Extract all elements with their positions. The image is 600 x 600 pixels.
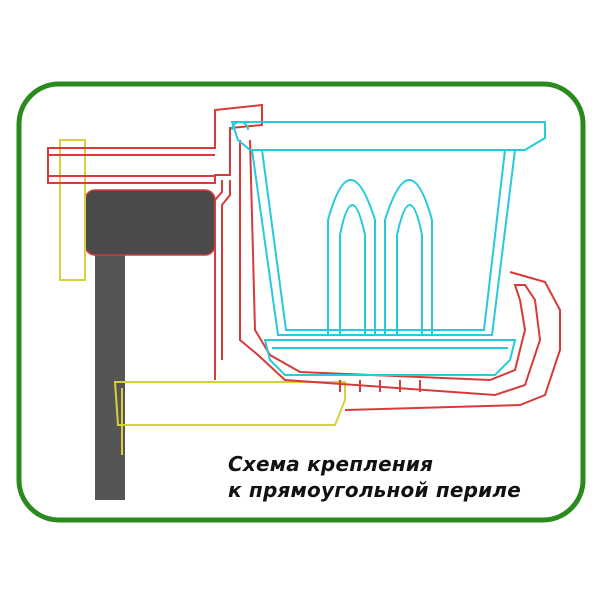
rectangular-railing	[84, 189, 216, 500]
red-bracket	[47, 103, 561, 411]
flower-pot	[230, 121, 546, 376]
caption-line-1: Схема крепления	[228, 452, 434, 476]
caption-line-2: к прямоугольной периле	[228, 478, 521, 502]
green-frame	[16, 81, 586, 523]
